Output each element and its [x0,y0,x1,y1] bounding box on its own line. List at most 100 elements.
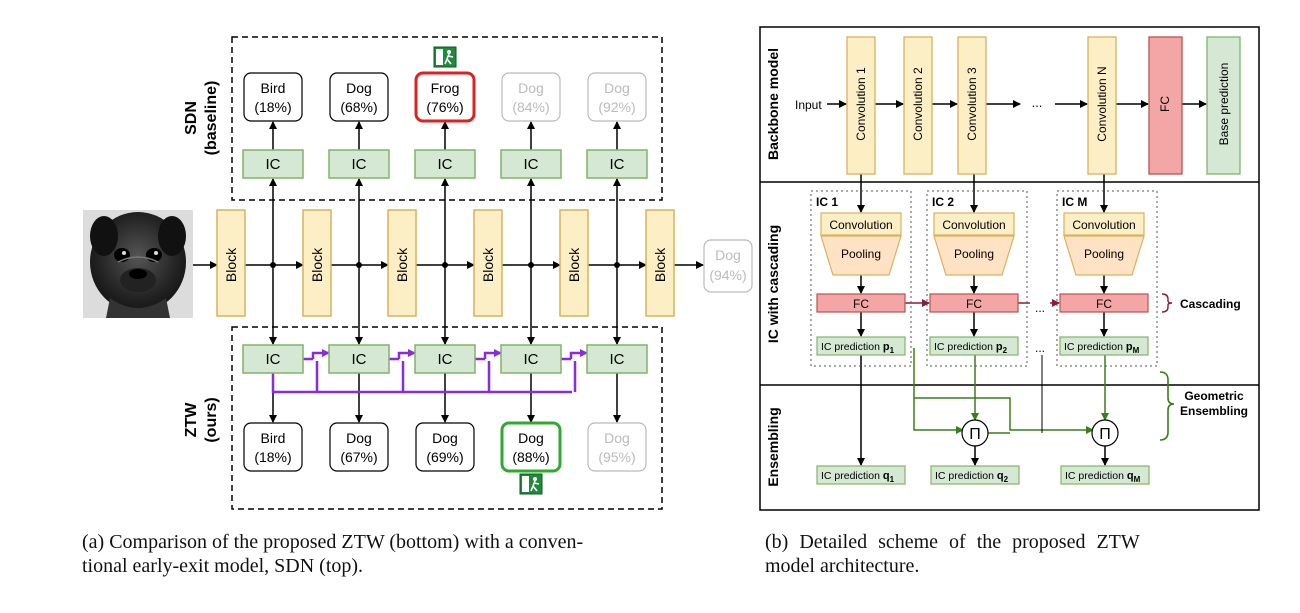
q-symbol: q [1127,470,1134,482]
ztw-ic-label: IC [524,351,539,368]
section-label-ensembling: Ensembling [765,407,781,486]
ic-fc-label: FC [966,297,982,311]
ic-prediction-p-box [1059,336,1149,356]
ztw-ic-box [500,344,562,374]
ztw-label: ZTW [183,402,200,438]
ic-conv-label: Convolution [829,218,892,232]
sdn-prediction-box [501,72,561,122]
ic-fc-label: FC [1096,297,1112,311]
sdn-ic-label: IC [524,156,539,173]
p-subscript: M [1133,346,1140,355]
ic-conv-label: Convolution [942,218,1005,232]
conv-label: Convolution 1 [854,67,868,141]
right-connectors [827,100,1207,466]
pug-image [83,210,193,318]
sdn-frame [231,36,663,201]
sdn-ic-box [328,149,390,179]
cascading-label: Cascading [1180,297,1241,311]
caption-a-line-1: (a) Comparison of the proposed ZTW (bott… [82,531,584,553]
ztw-prediction-class: Dog [346,430,372,446]
exit-figure-head [533,477,537,481]
sdn-prediction-box [329,72,389,122]
ztw-purple-bus [271,373,572,394]
sdn-ic-box [414,149,476,179]
caption-a: (a) Comparison of the proposed ZTW (bott… [82,530,762,578]
conv-label: Convolution 2 [911,67,925,141]
caption-b: (b) Detailed scheme of the proposed ZTW … [765,530,1255,578]
product-node [961,419,989,447]
ztw-purple-arrow [397,349,416,359]
block-box [645,209,675,317]
ic-pooling-shape [820,235,902,276]
q-symbol: q [997,470,1004,482]
sdn-ic-box [586,149,648,179]
q-symbol: q [883,470,890,482]
sdn-ic-label: IC [266,156,281,173]
ztw-prediction-class: Dog [518,430,544,446]
sdn-prediction-class: Dog [346,80,372,96]
caption-a-line-2: tional early-exit model, SDN (top). [82,555,364,577]
section-label-backbone: Backbone model [765,48,781,160]
ztw-purple-arrow [569,349,588,359]
ztw-ic-label: IC [610,351,625,368]
ic-pooling-label: Pooling [954,247,994,261]
ic-pooling-shape [1063,235,1145,276]
conv-box [957,36,987,175]
block-box [216,209,246,317]
ztw-exit-sign-icon [519,473,543,495]
ic-ellipsis-fc: ... [1035,301,1045,315]
caption-b-line-1: (b) Detailed scheme of the proposed ZTW [765,531,1140,553]
conv-box [1087,36,1117,175]
ic-conv-label: Convolution [1072,218,1135,232]
block-label: Block [652,247,668,282]
sdn-prediction-class: Dog [518,80,544,96]
ensembling-brace [1159,371,1175,441]
backbone-fc-box [1148,36,1183,175]
p-symbol: p [1126,341,1133,353]
block-label: Block [394,247,410,282]
ztw-prediction-class: Dog [604,430,630,446]
sdn-prediction-box [414,71,476,123]
section-label-ic-cascading: IC with cascading [765,225,781,343]
ztw-sub-label: (ours) [203,397,220,442]
p-subscript: 2 [1003,346,1008,355]
sdn-prediction-confidence: (84%) [512,99,549,115]
sdn-prediction-confidence: (76%) [426,99,463,115]
sdn-prediction-box [587,72,647,122]
conv-box [846,36,876,175]
ic-header: IC 1 [816,195,838,209]
ic-prediction-p-label: IC prediction pM [1064,341,1140,355]
ic-dotted-frame [926,190,1028,367]
ztw-frame [231,326,663,510]
final-prediction-box [703,239,753,293]
base-prediction-label: Base prediction [1217,63,1231,146]
ztw-prediction-confidence: (67%) [340,449,377,465]
sdn-label: SDN [183,101,200,135]
block-label: Block [480,247,496,282]
backbone-fc-label: FC [1158,96,1172,112]
exit-figure-head [447,50,451,54]
ztw-prediction-box [329,422,389,472]
block-box [387,209,417,317]
ztw-prediction-box [415,422,475,472]
sdn-prediction-box [243,72,303,122]
ic-header: IC M [1062,195,1087,209]
input-label: Input [795,98,822,112]
ztw-prediction-confidence: (95%) [598,449,635,465]
exit-figure-body [530,480,540,492]
ic-prediction-q-box [1060,465,1150,485]
ic-prediction-p-box [929,336,1019,356]
block-box [302,209,332,317]
base-prediction-box [1206,36,1241,175]
ic-conv-box [1063,212,1145,236]
caption-b-line-2: model architecture. [765,555,920,577]
sdn-ic-label: IC [438,156,453,173]
sdn-prediction-class: Dog [604,80,630,96]
conv-label: Convolution 3 [965,67,979,141]
sdn-prediction-class: Bird [261,80,286,96]
ic-prediction-q-label: IC prediction q1 [821,470,895,484]
block-box [559,209,589,317]
ic-ellipsis-pred: ... [1035,341,1045,355]
ic-conv-box [933,212,1015,236]
exit-figure-body [444,53,454,65]
